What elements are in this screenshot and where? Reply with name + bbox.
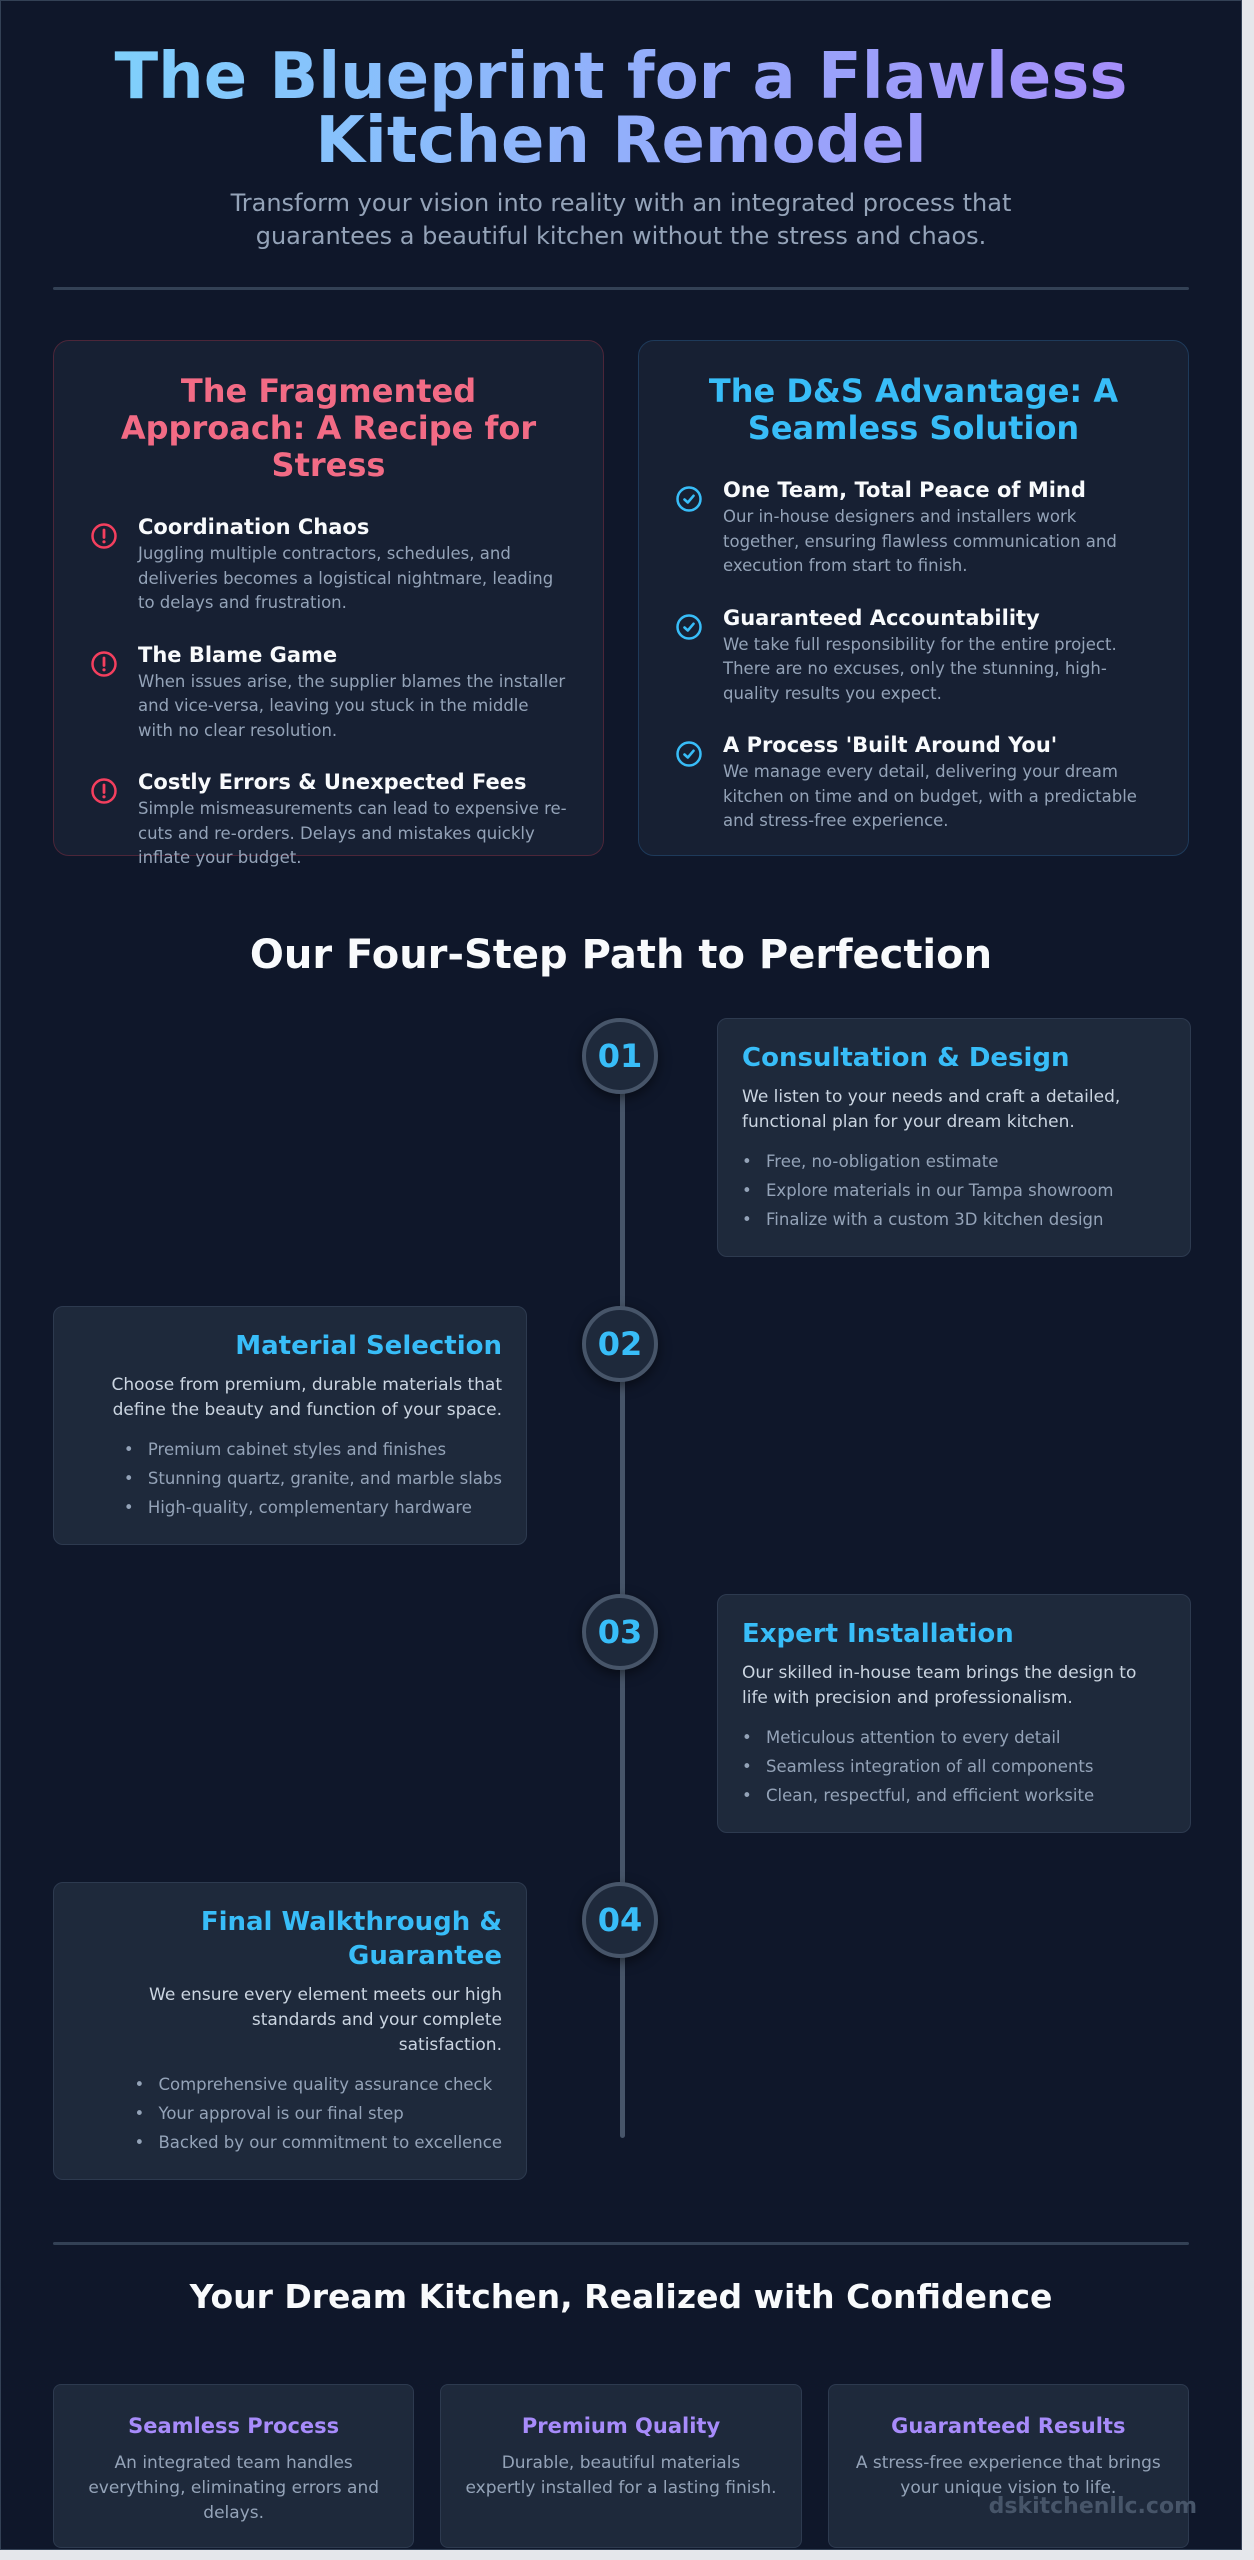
advantage-point: A Process 'Built Around You' We manage e… xyxy=(675,732,1152,834)
advantage-title: The D&S Advantage: A Seamless Solution xyxy=(708,372,1119,447)
fragmented-approach-card: The Fragmented Approach: A Recipe for St… xyxy=(53,340,604,867)
benefit-card: Premium Quality Durable, beautiful mater… xyxy=(440,2384,802,2549)
closing-divider xyxy=(53,2242,1189,2245)
step-bullets: Meticulous attention to every detail Sea… xyxy=(742,1723,1166,1810)
benefit-text: Durable, beautiful materials expertly in… xyxy=(465,2453,777,2499)
step-description: We ensure every element meets our high s… xyxy=(149,1985,502,2055)
step-card: Final Walkthrough & Guarantee We ensure … xyxy=(53,1882,527,2180)
benefit-text: A stress-free experience that brings you… xyxy=(855,2453,1161,2499)
step-title: Final Walkthrough & Guarantee xyxy=(200,1907,502,1971)
step-number-badge: 03 xyxy=(582,1594,658,1670)
step-number-badge: 02 xyxy=(582,1306,658,1382)
step-bullet: Seamless integration of all components xyxy=(742,1752,1166,1781)
step-title: Consultation & Design xyxy=(742,1043,1070,1073)
step-bullets: Premium cabinet styles and finishes Stun… xyxy=(124,1435,502,1522)
benefit-title: Guaranteed Results xyxy=(891,2414,1126,2439)
advantage-card: The D&S Advantage: A Seamless Solution O… xyxy=(638,340,1189,856)
page-subtitle: Transform your vision into reality with … xyxy=(230,189,1012,250)
step-bullet: Backed by our commitment to excellence xyxy=(134,2128,502,2157)
step-bullet: Clean, respectful, and efficient worksit… xyxy=(742,1781,1166,1810)
step-bullet: Stunning quartz, granite, and marble sla… xyxy=(124,1464,502,1493)
benefit-card: Seamless Process An integrated team hand… xyxy=(53,2384,415,2549)
check-circle-icon xyxy=(675,605,703,707)
comparison-section: The Fragmented Approach: A Recipe for St… xyxy=(1,290,1241,867)
step-title: Material Selection xyxy=(235,1331,502,1361)
step-bullet: Comprehensive quality assurance check xyxy=(134,2070,502,2099)
website-url: dskitchenllc.com xyxy=(988,2494,1197,2519)
step-card: Material Selection Choose from premium, … xyxy=(53,1306,527,1545)
step-bullet: Meticulous attention to every detail xyxy=(742,1723,1166,1752)
check-circle-icon xyxy=(675,732,703,834)
fragmented-point: Coordination Chaos Juggling multiple con… xyxy=(90,514,567,616)
step-title: Expert Installation xyxy=(742,1619,1014,1649)
point-text: Simple mismeasurements can lead to expen… xyxy=(138,799,567,867)
point-title: The Blame Game xyxy=(138,642,338,667)
point-title: Coordination Chaos xyxy=(138,515,370,539)
process-timeline: 01 Consultation & Design We listen to yo… xyxy=(1,1018,1241,2180)
point-title: A Process 'Built Around You' xyxy=(723,733,1058,757)
header-divider xyxy=(53,287,1189,290)
advantage-point: One Team, Total Peace of Mind Our in-hou… xyxy=(675,477,1152,579)
step-description: We listen to your needs and craft a deta… xyxy=(742,1087,1121,1132)
fragmented-title: The Fragmented Approach: A Recipe for St… xyxy=(120,372,537,484)
benefit-card: Guaranteed Results A stress-free experie… xyxy=(827,2384,1189,2549)
point-title: One Team, Total Peace of Mind xyxy=(723,478,1086,502)
benefit-title: Premium Quality xyxy=(521,2414,721,2439)
check-circle-icon xyxy=(675,477,703,579)
step-number-badge: 01 xyxy=(582,1018,658,1094)
step-bullet: Finalize with a custom 3D kitchen design xyxy=(742,1205,1166,1234)
point-text: Our in-house designers and installers wo… xyxy=(723,507,1117,575)
advantage-point: Guaranteed Accountability We take full r… xyxy=(675,605,1152,707)
step-card: Expert Installation Our skilled in-house… xyxy=(717,1594,1191,1833)
point-text: Juggling multiple contractors, schedules… xyxy=(138,544,554,612)
step-bullet: Explore materials in our Tampa showroom xyxy=(742,1176,1166,1205)
step-bullet: Your approval is our final step xyxy=(134,2099,502,2128)
step-number-badge: 04 xyxy=(582,1882,658,1958)
page-header: The Blueprint for a Flawless Kitchen Rem… xyxy=(1,1,1241,253)
step-bullet: Premium cabinet styles and finishes xyxy=(124,1435,502,1464)
step-description: Choose from premium, durable materials t… xyxy=(111,1375,502,1420)
point-title: Costly Errors & Unexpected Fees xyxy=(138,770,527,794)
point-text: We take full responsibility for the enti… xyxy=(723,634,1117,703)
step-description: Our skilled in-house team brings the des… xyxy=(742,1663,1137,1708)
alert-circle-icon xyxy=(90,642,118,744)
point-text: We manage every detail, delivering your … xyxy=(723,762,1137,830)
step-bullets: Free, no-obligation estimate Explore mat… xyxy=(742,1147,1166,1234)
closing-heading: Your Dream Kitchen, Realized with Confid… xyxy=(189,2277,1053,2316)
alert-circle-icon xyxy=(90,514,118,616)
alert-circle-icon xyxy=(90,769,118,871)
step-bullet: Free, no-obligation estimate xyxy=(742,1147,1166,1176)
fragmented-point: Costly Errors & Unexpected Fees Simple m… xyxy=(90,769,567,871)
point-title: Guaranteed Accountability xyxy=(723,605,1040,630)
step-bullets: Comprehensive quality assurance check Yo… xyxy=(134,2070,502,2157)
step-bullet: High-quality, complementary hardware xyxy=(124,1493,502,1522)
benefits-row: Seamless Process An integrated team hand… xyxy=(1,2344,1241,2549)
benefit-title: Seamless Process xyxy=(128,2414,340,2439)
steps-heading: Our Four-Step Path to Perfection xyxy=(249,932,993,978)
page-title: The Blueprint for a Flawless Kitchen Rem… xyxy=(71,45,1171,173)
step-card: Consultation & Design We listen to your … xyxy=(717,1018,1191,1257)
point-text: When issues arise, the supplier blames t… xyxy=(138,671,566,740)
benefit-text: An integrated team handles everything, e… xyxy=(88,2453,380,2524)
fragmented-point: The Blame Game When issues arise, the su… xyxy=(90,642,567,744)
